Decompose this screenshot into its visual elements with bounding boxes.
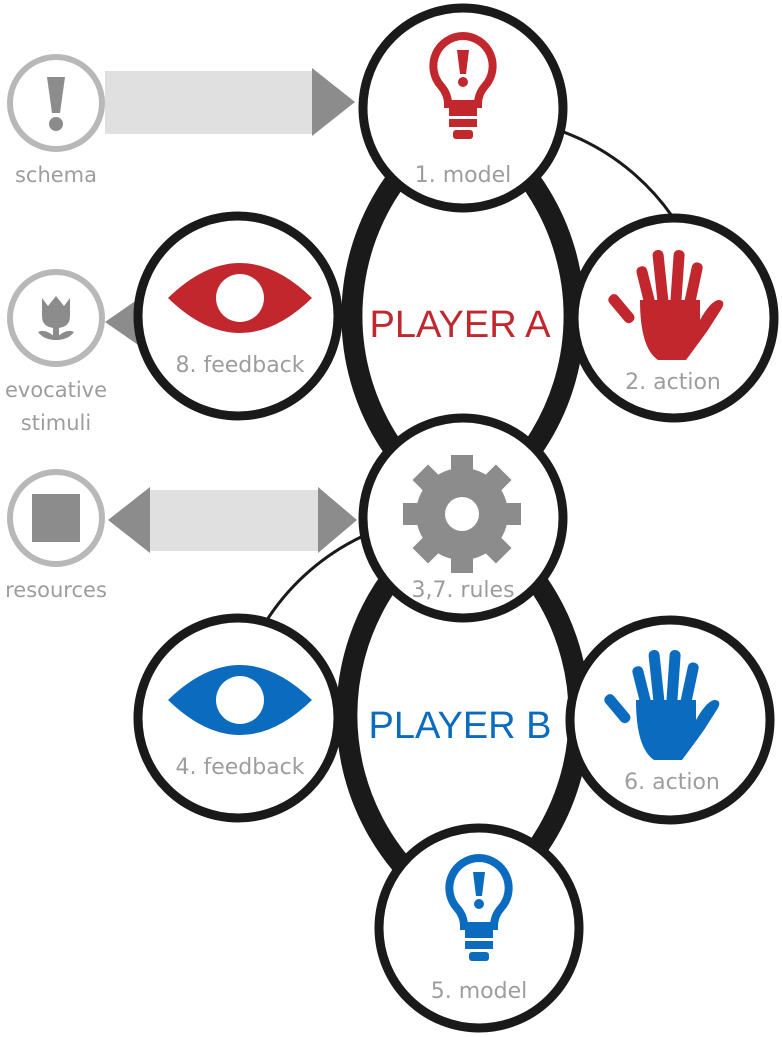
schema-label: schema <box>15 163 97 187</box>
tulip-icon <box>38 296 74 340</box>
lightbulb-exclamation-icon <box>445 853 513 961</box>
square-icon <box>32 494 80 542</box>
stimuli-label: stimuli <box>21 411 91 435</box>
evocative-label: evocative <box>5 378 107 402</box>
node-feedback-a-label: 8. feedback <box>175 353 304 378</box>
node-action-a-label: 2. action <box>625 370 721 395</box>
node-rules-label: 3,7. rules <box>411 578 514 603</box>
eye-icon <box>168 263 312 333</box>
node-rules: 3,7. rules <box>358 413 568 623</box>
node-feedback-b-label: 4. feedback <box>175 755 304 780</box>
node-model-b-label: 5. model <box>431 979 528 1004</box>
node-feedback-b: 4. feedback <box>133 613 343 823</box>
player-b-title: PLAYER B <box>368 705 551 747</box>
evocative-stimuli-input: evocative stimuli <box>5 269 107 435</box>
lightbulb-exclamation-icon <box>429 31 497 139</box>
resources-label: resources <box>5 578 107 602</box>
node-model-a: 1. model <box>358 3 568 213</box>
gear-icon <box>403 455 521 573</box>
player-a-title: PLAYER A <box>370 304 552 346</box>
resources-input: resources <box>5 469 107 602</box>
schema-input: schema <box>7 54 105 187</box>
node-model-b: 5. model <box>374 823 584 1033</box>
hand-icon <box>604 650 720 760</box>
node-feedback-a: 8. feedback <box>133 211 343 421</box>
schema-arrow <box>105 68 355 136</box>
node-action-b: 6. action <box>565 615 775 825</box>
exclamation-icon <box>47 77 65 131</box>
resources-arrow <box>108 487 357 553</box>
eye-icon <box>168 665 312 735</box>
node-action-b-label: 6. action <box>624 770 720 795</box>
node-action-a: 2. action <box>569 213 779 423</box>
hand-icon <box>608 250 724 360</box>
node-model-a-label: 1. model <box>415 163 512 188</box>
